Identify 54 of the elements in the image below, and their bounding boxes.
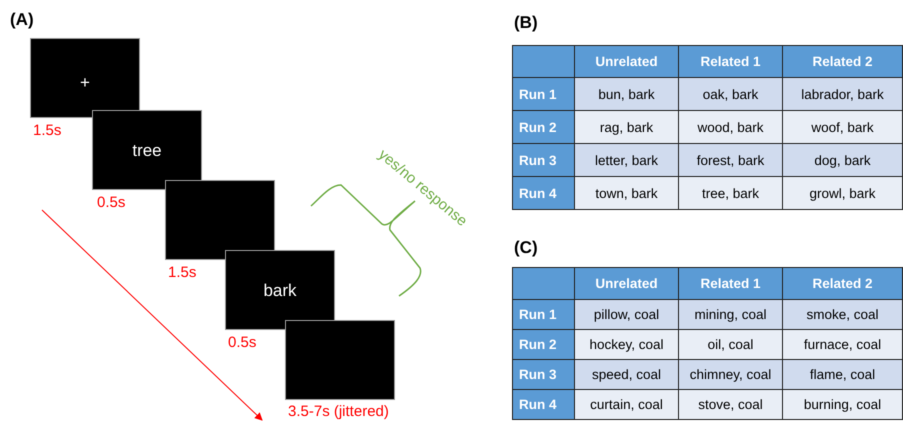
screen-word: bark (262, 281, 298, 301)
word-screen (225, 250, 335, 330)
duration-label: 1.5s (33, 122, 62, 139)
run-label: Run 4 (512, 390, 574, 420)
panel-letter: (B) (514, 13, 538, 33)
screen-word: tree (131, 141, 163, 161)
word-pair: hockey, coal (574, 330, 678, 360)
run-label: Run 3 (512, 144, 574, 176)
word-pair: smoke, coal (782, 300, 902, 330)
screen-word: + (79, 73, 91, 93)
word-pair: bun, bark (574, 78, 678, 110)
word-pair: oil, coal (678, 330, 782, 360)
column-heading: Related 1 (678, 46, 782, 78)
blank-screen (285, 320, 395, 400)
word-pair: dog, bark (782, 144, 902, 176)
word-pair: town, bark (574, 176, 678, 210)
fixation-screen (30, 38, 140, 118)
word-pair: stove, coal (678, 390, 782, 420)
run-label: Run 1 (512, 300, 574, 330)
column-heading: Related 1 (678, 268, 782, 300)
word-pair: flame, coal (782, 360, 902, 390)
duration-label: 0.5s (228, 334, 256, 351)
word-pair: oak, bark (678, 78, 782, 110)
word-pair: rag, bark (574, 110, 678, 144)
column-heading: Related 2 (782, 268, 902, 300)
word-pair: curtain, coal (574, 390, 678, 420)
word-pair: burning, coal (782, 390, 902, 420)
word-pair: wood, bark (678, 110, 782, 144)
word-pair: forest, bark (678, 144, 782, 176)
word-pair: chimney, coal (678, 360, 782, 390)
run-label: Run 2 (512, 330, 574, 360)
column-heading: Related 2 (782, 46, 902, 78)
run-label: Run 4 (512, 176, 574, 210)
word-screen (92, 110, 202, 190)
word-pair: growl, bark (782, 176, 902, 210)
word-pair: labrador, bark (782, 78, 902, 110)
column-heading: Unrelated (574, 268, 678, 300)
word-pair: letter, bark (574, 144, 678, 176)
word-pair: woof, bark (782, 110, 902, 144)
word-pair: pillow, coal (574, 300, 678, 330)
duration-label: 1.5s (168, 264, 196, 281)
word-pair: mining, coal (678, 300, 782, 330)
column-heading: Unrelated (574, 46, 678, 78)
duration-label: 3.5-7s (jittered) (288, 403, 389, 420)
duration-label: 0.5s (97, 194, 126, 211)
run-label: Run 3 (512, 360, 574, 390)
word-pair: tree, bark (678, 176, 782, 210)
word-pair: speed, coal (574, 360, 678, 390)
run-label: Run 1 (512, 78, 574, 110)
blank-screen (165, 180, 275, 260)
run-label: Run 2 (512, 110, 574, 144)
panel-letter: (A) (10, 10, 34, 30)
panel-letter: (C) (514, 238, 538, 258)
word-pair: furnace, coal (782, 330, 902, 360)
